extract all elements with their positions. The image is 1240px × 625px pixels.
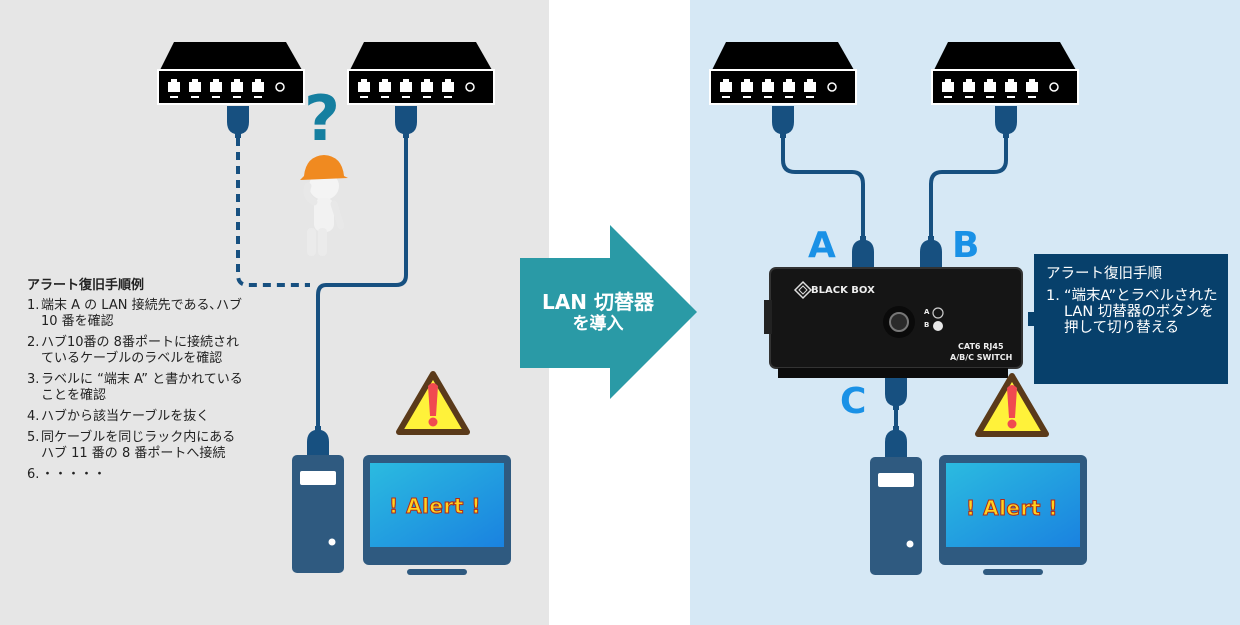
- hub-a: [709, 41, 857, 105]
- recovery-steps-box: アラート復旧手順 1.“端末A”とラベルされたLAN 切替器のボタンを押して切り…: [1034, 254, 1228, 384]
- switch-model-line2: A/B/C SWITCH: [950, 353, 1013, 362]
- led-b-label: B: [924, 321, 930, 329]
- cable-plug-pc-right: [885, 426, 907, 458]
- cable-b: [929, 138, 1008, 240]
- cable-plug-pc-left: [307, 426, 329, 458]
- dashed-cable: [236, 138, 310, 287]
- switch-model-line1: CAT6 RJ45: [958, 342, 1004, 351]
- led-b: [933, 321, 943, 331]
- led-a-label: A: [924, 308, 930, 316]
- question-mark-icon: ?: [304, 82, 340, 155]
- lan-switch: [764, 267, 1023, 378]
- step-item: 4.ハブから該当ケーブルを抜く: [27, 409, 210, 424]
- solid-cable: [316, 138, 408, 430]
- info-box-title: アラート復旧手順: [1046, 266, 1162, 282]
- cable-plug-hub-10: [227, 106, 249, 138]
- transition-arrow: [520, 225, 697, 399]
- cable-plug-switch-c: [885, 378, 907, 410]
- cable-plug-switch-a: [852, 236, 874, 268]
- arrow-label-line1: LAN 切替器: [542, 290, 654, 314]
- arrow-label-line2: を導入: [572, 314, 624, 334]
- step-item: 1.端末 A の LAN 接続先である､ハブ10 番を確認: [27, 298, 242, 329]
- led-a: [932, 307, 944, 319]
- info-step-item: 1.“端末A”とラベルされたLAN 切替器のボタンを押して切り替える: [1046, 288, 1218, 336]
- hub-11: [347, 41, 495, 105]
- step-item: 3.ラベルに “端末 A” と書かれていることを確認: [27, 372, 243, 403]
- step-item: 5.同ケーブルを同じラック内にあるハブ 11 番の 8 番ポートへ接続: [27, 430, 236, 461]
- pc-tower-left: [292, 455, 344, 573]
- pc-tower-right: [870, 457, 922, 575]
- step-item: 6.・・・・・: [27, 467, 107, 482]
- switch-brand: BLACK BOX: [811, 285, 875, 296]
- hub-10: [157, 41, 305, 105]
- port-label-a: A: [808, 225, 836, 266]
- alert-message-left: ! Alert !: [389, 494, 482, 519]
- confused-worker-icon: [300, 155, 348, 256]
- cable-plug-hub-a: [772, 106, 794, 138]
- recovery-steps-example: アラート復旧手順例 1.端末 A の LAN 接続先である､ハブ10 番を確認 …: [27, 278, 247, 488]
- arrow-label: LAN 切替器 を導入: [518, 290, 678, 334]
- hub-b: [931, 41, 1079, 105]
- alert-message-right: ! Alert !: [966, 496, 1059, 521]
- warning-icon-right: [978, 376, 1046, 434]
- cable-plug-switch-b: [920, 236, 942, 268]
- cable-plug-hub-b: [995, 106, 1017, 138]
- warning-icon-left: [399, 374, 467, 432]
- cable-a: [781, 138, 865, 240]
- port-label-b: B: [952, 225, 980, 266]
- info-box-pointer: [1028, 312, 1036, 326]
- cable-plug-hub-11: [395, 106, 417, 138]
- steps-title: アラート復旧手順例: [27, 278, 145, 293]
- step-item: 2.ハブ10番の 8番ポートに接続されているケーブルのラベルを確認: [27, 335, 239, 366]
- port-label-c: C: [840, 381, 867, 422]
